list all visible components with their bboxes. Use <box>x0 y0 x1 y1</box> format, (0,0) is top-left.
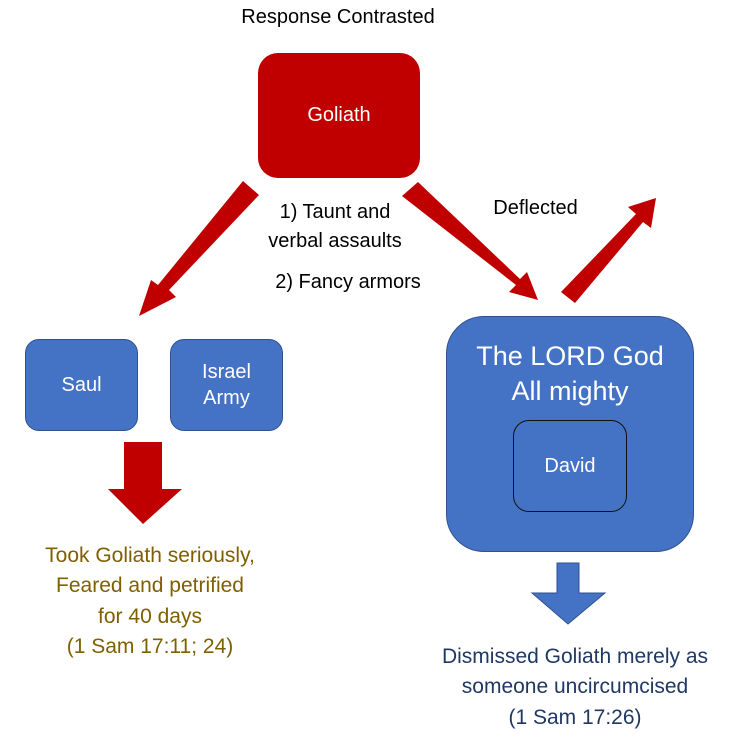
result-right: Dismissed Goliath merely as someone unci… <box>400 642 750 733</box>
label-taunt: 1) Taunt and verbal assaults <box>260 198 410 256</box>
node-saul-label: Saul <box>61 373 102 396</box>
node-israel-army-line1: Israel <box>202 361 251 383</box>
diagram-title: Response Contrasted <box>241 6 435 28</box>
node-lord-line2: All mighty <box>511 376 629 407</box>
node-israel-army: Israel Army <box>170 339 283 431</box>
node-israel-army-line2: Army <box>203 387 250 409</box>
result-left: Took Goliath seriously, Feared and petri… <box>0 541 300 663</box>
label-taunt-line2: verbal assaults <box>268 230 402 252</box>
result-right-line2: someone uncircumcised <box>461 675 689 699</box>
arrow-goliath-to-saul <box>139 181 259 316</box>
label-taunt-line1: 1) Taunt and <box>279 201 391 223</box>
result-right-line1: Dismissed Goliath merely as <box>441 645 709 668</box>
result-left-line4: (1 Sam 17:11; 24) <box>66 635 234 659</box>
arrow-down-fear <box>108 442 182 524</box>
node-goliath: Goliath <box>258 53 420 178</box>
label-deflected: Deflected <box>493 197 578 219</box>
node-david: David <box>513 420 627 512</box>
arrow-deflected <box>561 198 656 303</box>
result-left-line3: for 40 days <box>98 604 202 628</box>
result-right-line3: (1 Sam 17:26) <box>508 705 642 729</box>
arrow-down-dismissed <box>530 562 607 625</box>
result-left-line2: Feared and petrified <box>56 574 244 598</box>
node-david-label: David <box>544 454 596 477</box>
label-armor: 2) Fancy armors <box>275 271 421 293</box>
node-lord-line1: The LORD God <box>476 341 664 371</box>
node-goliath-label: Goliath <box>307 104 371 126</box>
arrow-goliath-to-lord <box>402 182 538 300</box>
result-left-line1: Took Goliath seriously, <box>45 544 255 567</box>
node-saul: Saul <box>25 339 138 431</box>
